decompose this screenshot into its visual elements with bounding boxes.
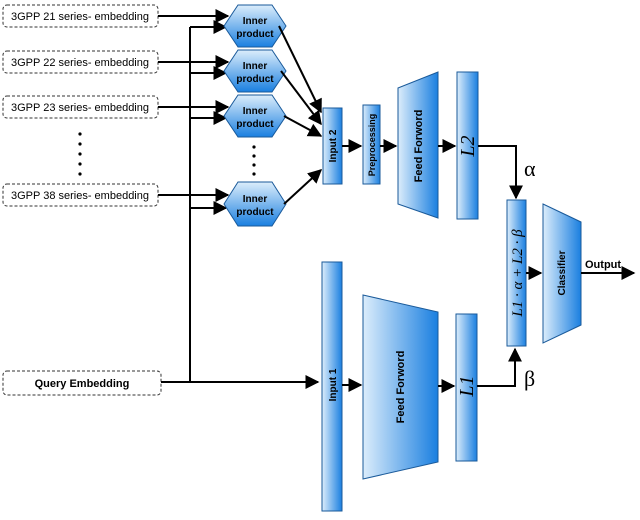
beta-label: β bbox=[524, 366, 535, 391]
arrow-l1-combine bbox=[477, 347, 522, 387]
combine-label: L1 · α + L2 · β bbox=[510, 229, 526, 318]
combine-block: L1 · α + L2 · β bbox=[506, 199, 527, 347]
output-label: Output bbox=[585, 259, 621, 271]
inner-product-label: product bbox=[236, 74, 274, 85]
alpha-label: α bbox=[524, 156, 536, 181]
embedding-box-38: 3GPP 38 series- embedding bbox=[2, 183, 159, 207]
preprocessing-label: Preprocessing bbox=[367, 114, 377, 177]
input-1-block: Input 1 bbox=[321, 261, 343, 512]
inner-product-label: product bbox=[236, 119, 274, 130]
feed-forward-bottom: Feed Forword bbox=[362, 294, 439, 480]
embedding-box-23: 3GPP 23 series- embedding bbox=[2, 95, 159, 119]
embedding-label: 3GPP 23 series- embedding bbox=[11, 102, 149, 114]
inner-product-2: Inner product bbox=[223, 49, 287, 93]
classifier-block: Classifier bbox=[542, 203, 582, 344]
inner-product-arrows bbox=[278, 25, 323, 205]
inner-product-3: Inner product bbox=[223, 94, 287, 138]
l1-block: L1 bbox=[455, 313, 478, 462]
inner-product-ellipsis bbox=[252, 145, 256, 176]
embedding-box-21: 3GPP 21 series- embedding bbox=[2, 4, 159, 28]
embedding-arrows bbox=[158, 9, 230, 202]
inner-product-label: Inner bbox=[243, 16, 268, 27]
embedding-box-22: 3GPP 22 series- embedding bbox=[2, 50, 159, 74]
inner-product-label: Inner bbox=[243, 194, 268, 205]
query-embedding-box: Query Embedding bbox=[2, 370, 162, 396]
embedding-ellipsis bbox=[78, 132, 82, 176]
l2-label: L2 bbox=[457, 135, 479, 157]
inner-product-4: Inner product bbox=[223, 181, 287, 227]
embedding-label: 3GPP 22 series- embedding bbox=[11, 57, 149, 69]
feed-forward-bottom-label: Feed Forword bbox=[395, 351, 407, 424]
feed-forward-top: Feed Forword bbox=[397, 71, 439, 219]
inner-product-label: Inner bbox=[243, 61, 268, 72]
feed-forward-top-label: Feed Forword bbox=[413, 110, 425, 183]
query-bus bbox=[161, 20, 320, 389]
inner-product-label: product bbox=[236, 29, 274, 40]
input-1-label: Input 1 bbox=[328, 368, 339, 401]
preprocessing-block: Preprocessing bbox=[362, 104, 381, 185]
arrow-l2-combine bbox=[478, 145, 523, 200]
l1-label: L1 bbox=[456, 375, 478, 397]
classifier-label: Classifier bbox=[557, 250, 568, 295]
l2-block: L2 bbox=[456, 71, 479, 220]
input-2-label: Input 2 bbox=[328, 129, 339, 162]
inner-product-label: Inner bbox=[243, 106, 268, 117]
embedding-label: 3GPP 21 series- embedding bbox=[11, 11, 149, 23]
input-2-block: Input 2 bbox=[322, 107, 343, 185]
inner-product-1: Inner product bbox=[223, 4, 287, 48]
query-embedding-label: Query Embedding bbox=[35, 378, 130, 390]
embedding-label: 3GPP 38 series- embedding bbox=[11, 190, 149, 202]
inner-product-label: product bbox=[236, 207, 274, 218]
